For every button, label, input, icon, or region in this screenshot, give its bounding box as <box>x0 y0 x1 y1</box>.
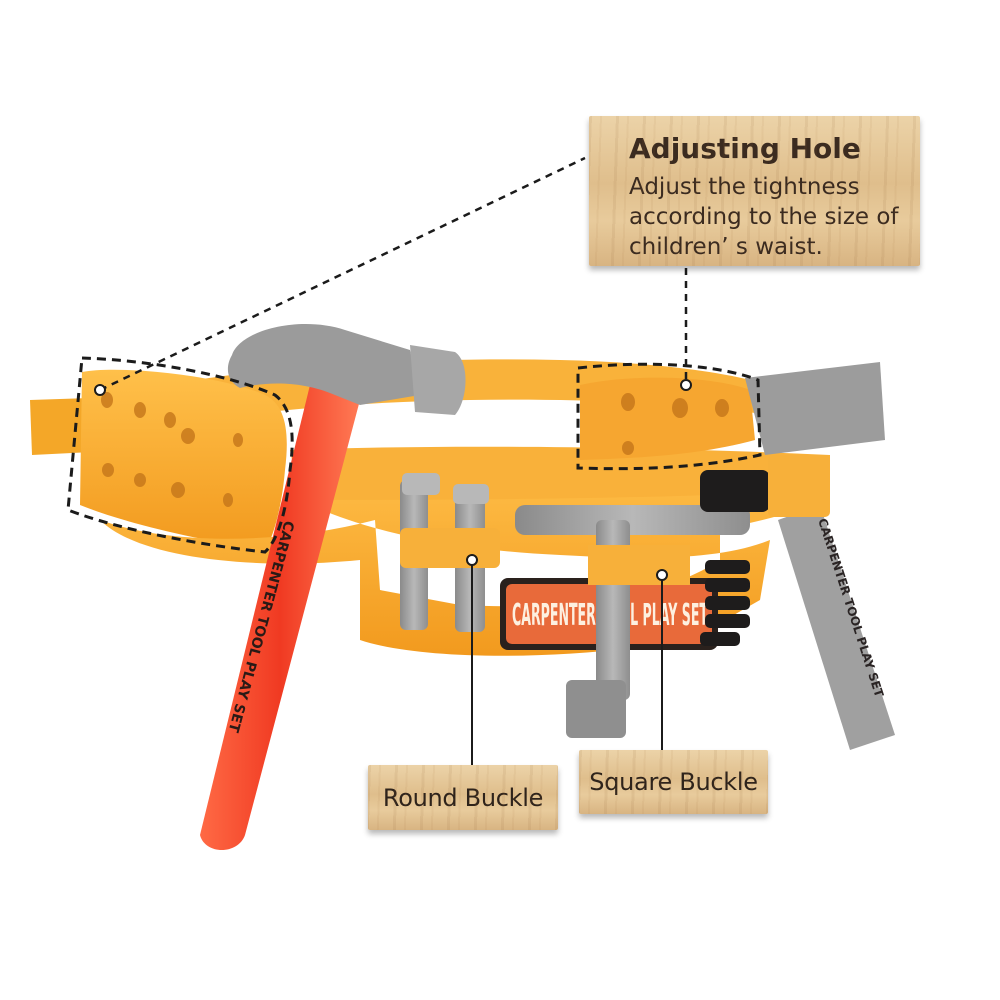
left-belt-flap <box>80 369 287 548</box>
adjusting-hole-title: Adjusting Hole <box>629 132 861 165</box>
adjusting-hole-outline-left <box>66 356 294 554</box>
callout-leaders <box>99 156 688 392</box>
adjusting-hole-callout: Adjusting Hole Adjust the tightness acco… <box>589 116 920 266</box>
adjusting-hole-description: Adjust the tightness according to the si… <box>629 174 899 260</box>
round-buckle <box>400 528 500 568</box>
round-buckle-label: Round Buckle <box>382 783 544 812</box>
adjusting-hole-outline-right <box>576 362 762 471</box>
square-buckle <box>588 545 690 585</box>
buckle-leaders <box>94 379 692 768</box>
square-buckle-callout: Square Buckle <box>579 750 768 814</box>
black-clamp <box>700 470 770 646</box>
square-ruler: CARPENTER TOOL PLAY SET <box>745 362 895 750</box>
round-buckle-callout: Round Buckle <box>368 765 558 830</box>
square-buckle-label: Square Buckle <box>589 768 758 796</box>
